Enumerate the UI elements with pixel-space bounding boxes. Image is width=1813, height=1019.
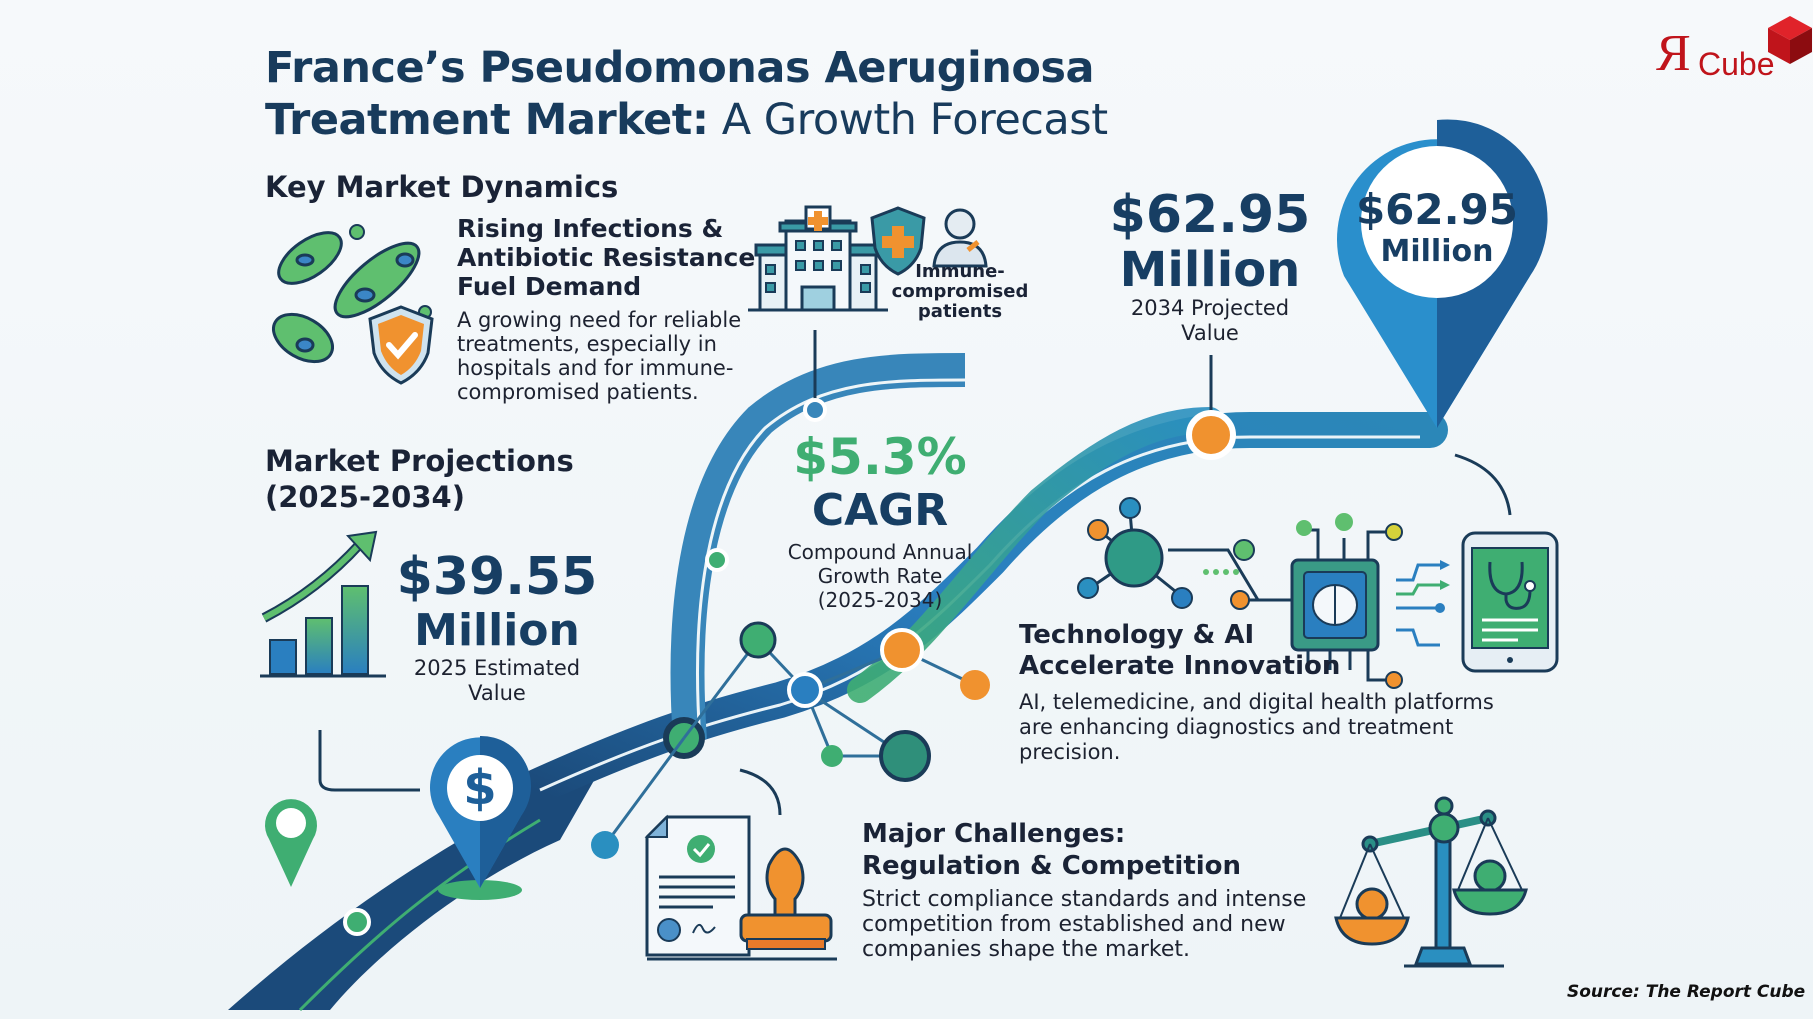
dynamics-body-line: compromised patients.	[457, 380, 699, 404]
challenges-title-line: Regulation & Competition	[862, 851, 1242, 881]
end-label-line: 2034 Projected	[1130, 296, 1290, 320]
cagr-value: $5.3%	[793, 428, 967, 486]
bar-chart-growth-icon	[260, 530, 386, 678]
dynamics-title-line: Rising Infections &	[457, 214, 724, 243]
pin-value-block: $62.95 Million	[1347, 186, 1527, 270]
pin-unit: Million	[1380, 234, 1494, 269]
ai-network-icon	[1077, 497, 1450, 689]
dynamics-body-line: treatments, especially in	[457, 332, 717, 356]
challenges-body-line: companies shape the market.	[862, 937, 1191, 962]
dynamics-title-line: Fuel Demand	[457, 272, 642, 301]
projections-heading: Market Projections (2025-2034)	[265, 443, 574, 515]
tablet-stethoscope-icon	[1461, 531, 1559, 673]
end-unit: Million	[1119, 242, 1301, 298]
dollar-pin-icon	[430, 735, 532, 900]
value-pin-icon	[1337, 119, 1548, 428]
challenges-body-line: Strict compliance standards and intense	[862, 887, 1307, 912]
patient-label-line: patients	[917, 301, 1003, 322]
dynamics-title-line: Antibiotic Resistance	[457, 243, 756, 272]
cagr-desc-line: Compound Annual	[787, 540, 973, 564]
title-line-2-bold: Treatment Market:	[265, 95, 709, 145]
start-value: $39.55	[396, 547, 598, 607]
cagr-label: CAGR	[811, 485, 949, 536]
balance-scale-icon	[1334, 796, 1528, 968]
logo-word: Cube	[1698, 46, 1775, 82]
tech-title-line: Technology & AI	[1019, 620, 1255, 650]
tech-body-line: precision.	[1019, 740, 1121, 764]
dynamics-body-line: A growing need for reliable	[457, 308, 742, 332]
logo-r-letter: Я	[1656, 25, 1691, 82]
start-unit: Million	[414, 605, 580, 656]
patient-label-line: compromised	[891, 281, 1029, 302]
tech-title-line: Accelerate Innovation	[1019, 651, 1341, 681]
dollar-pin-symbol: $	[463, 760, 497, 816]
start-value-block: $39.55 Million 2025 Estimated Value	[392, 548, 602, 706]
challenges-title-line: Major Challenges:	[862, 819, 1126, 849]
projections-heading-line: Market Projections	[265, 444, 574, 478]
cagr-desc-line: Growth Rate	[817, 564, 943, 588]
challenges-title: Major Challenges: Regulation & Competiti…	[862, 818, 1241, 882]
rcube-logo: Я Cube	[1652, 14, 1812, 84]
patient-label-line: Immune-	[915, 261, 1005, 282]
tech-body: AI, telemedicine, and digital health pla…	[1019, 690, 1494, 765]
shield-check-icon	[368, 305, 434, 385]
challenges-body: Strict compliance standards and intense …	[862, 887, 1306, 962]
location-pin-icon	[265, 799, 317, 887]
tech-body-line: AI, telemedicine, and digital health pla…	[1019, 690, 1494, 714]
cagr-block: $5.3% CAGR Compound Annual Growth Rate (…	[760, 428, 1000, 612]
end-label: 2034 Projected Value	[1100, 296, 1320, 346]
start-label: 2025 Estimated Value	[392, 656, 602, 706]
dynamics-item-body: A growing need for reliable treatments, …	[457, 308, 741, 404]
page-title: France’s Pseudomonas Aeruginosa Treatmen…	[265, 42, 1108, 146]
dynamics-body-line: hospitals and for immune-	[457, 356, 734, 380]
start-label-line: Value	[468, 681, 526, 705]
end-label-line: Value	[1181, 321, 1239, 345]
tech-title: Technology & AI Accelerate Innovation	[1019, 620, 1340, 682]
title-line-2-light: A Growth Forecast	[708, 95, 1108, 145]
challenges-body-line: competition from established and new	[862, 912, 1286, 937]
pin-value: $62.95	[1355, 185, 1519, 234]
source-credit: Source: The Report Cube	[1567, 982, 1806, 1002]
hospital-icon	[748, 205, 888, 312]
cube-icon	[1768, 16, 1812, 64]
medical-shield-icon	[870, 206, 926, 276]
end-value: $62.95	[1109, 185, 1311, 245]
key-dynamics-heading: Key Market Dynamics	[265, 170, 619, 204]
tech-body-line: are enhancing diagnostics and treatment	[1019, 715, 1454, 739]
patient-icon	[932, 208, 988, 268]
start-label-line: 2025 Estimated	[413, 656, 581, 680]
patient-label: Immune- compromised patients	[880, 262, 1040, 322]
cagr-desc: Compound Annual Growth Rate (2025-2034)	[760, 540, 1000, 612]
projections-heading-line: (2025-2034)	[265, 480, 465, 514]
cagr-desc-line: (2025-2034)	[817, 588, 943, 612]
title-line-1: France’s Pseudomonas Aeruginosa	[265, 43, 1095, 93]
dynamics-item-title: Rising Infections & Antibiotic Resistanc…	[457, 214, 755, 301]
document-stamp-icon	[644, 814, 837, 961]
bacteria-icon	[272, 224, 432, 364]
end-value-block: $62.95 Million 2034 Projected Value	[1100, 186, 1320, 346]
